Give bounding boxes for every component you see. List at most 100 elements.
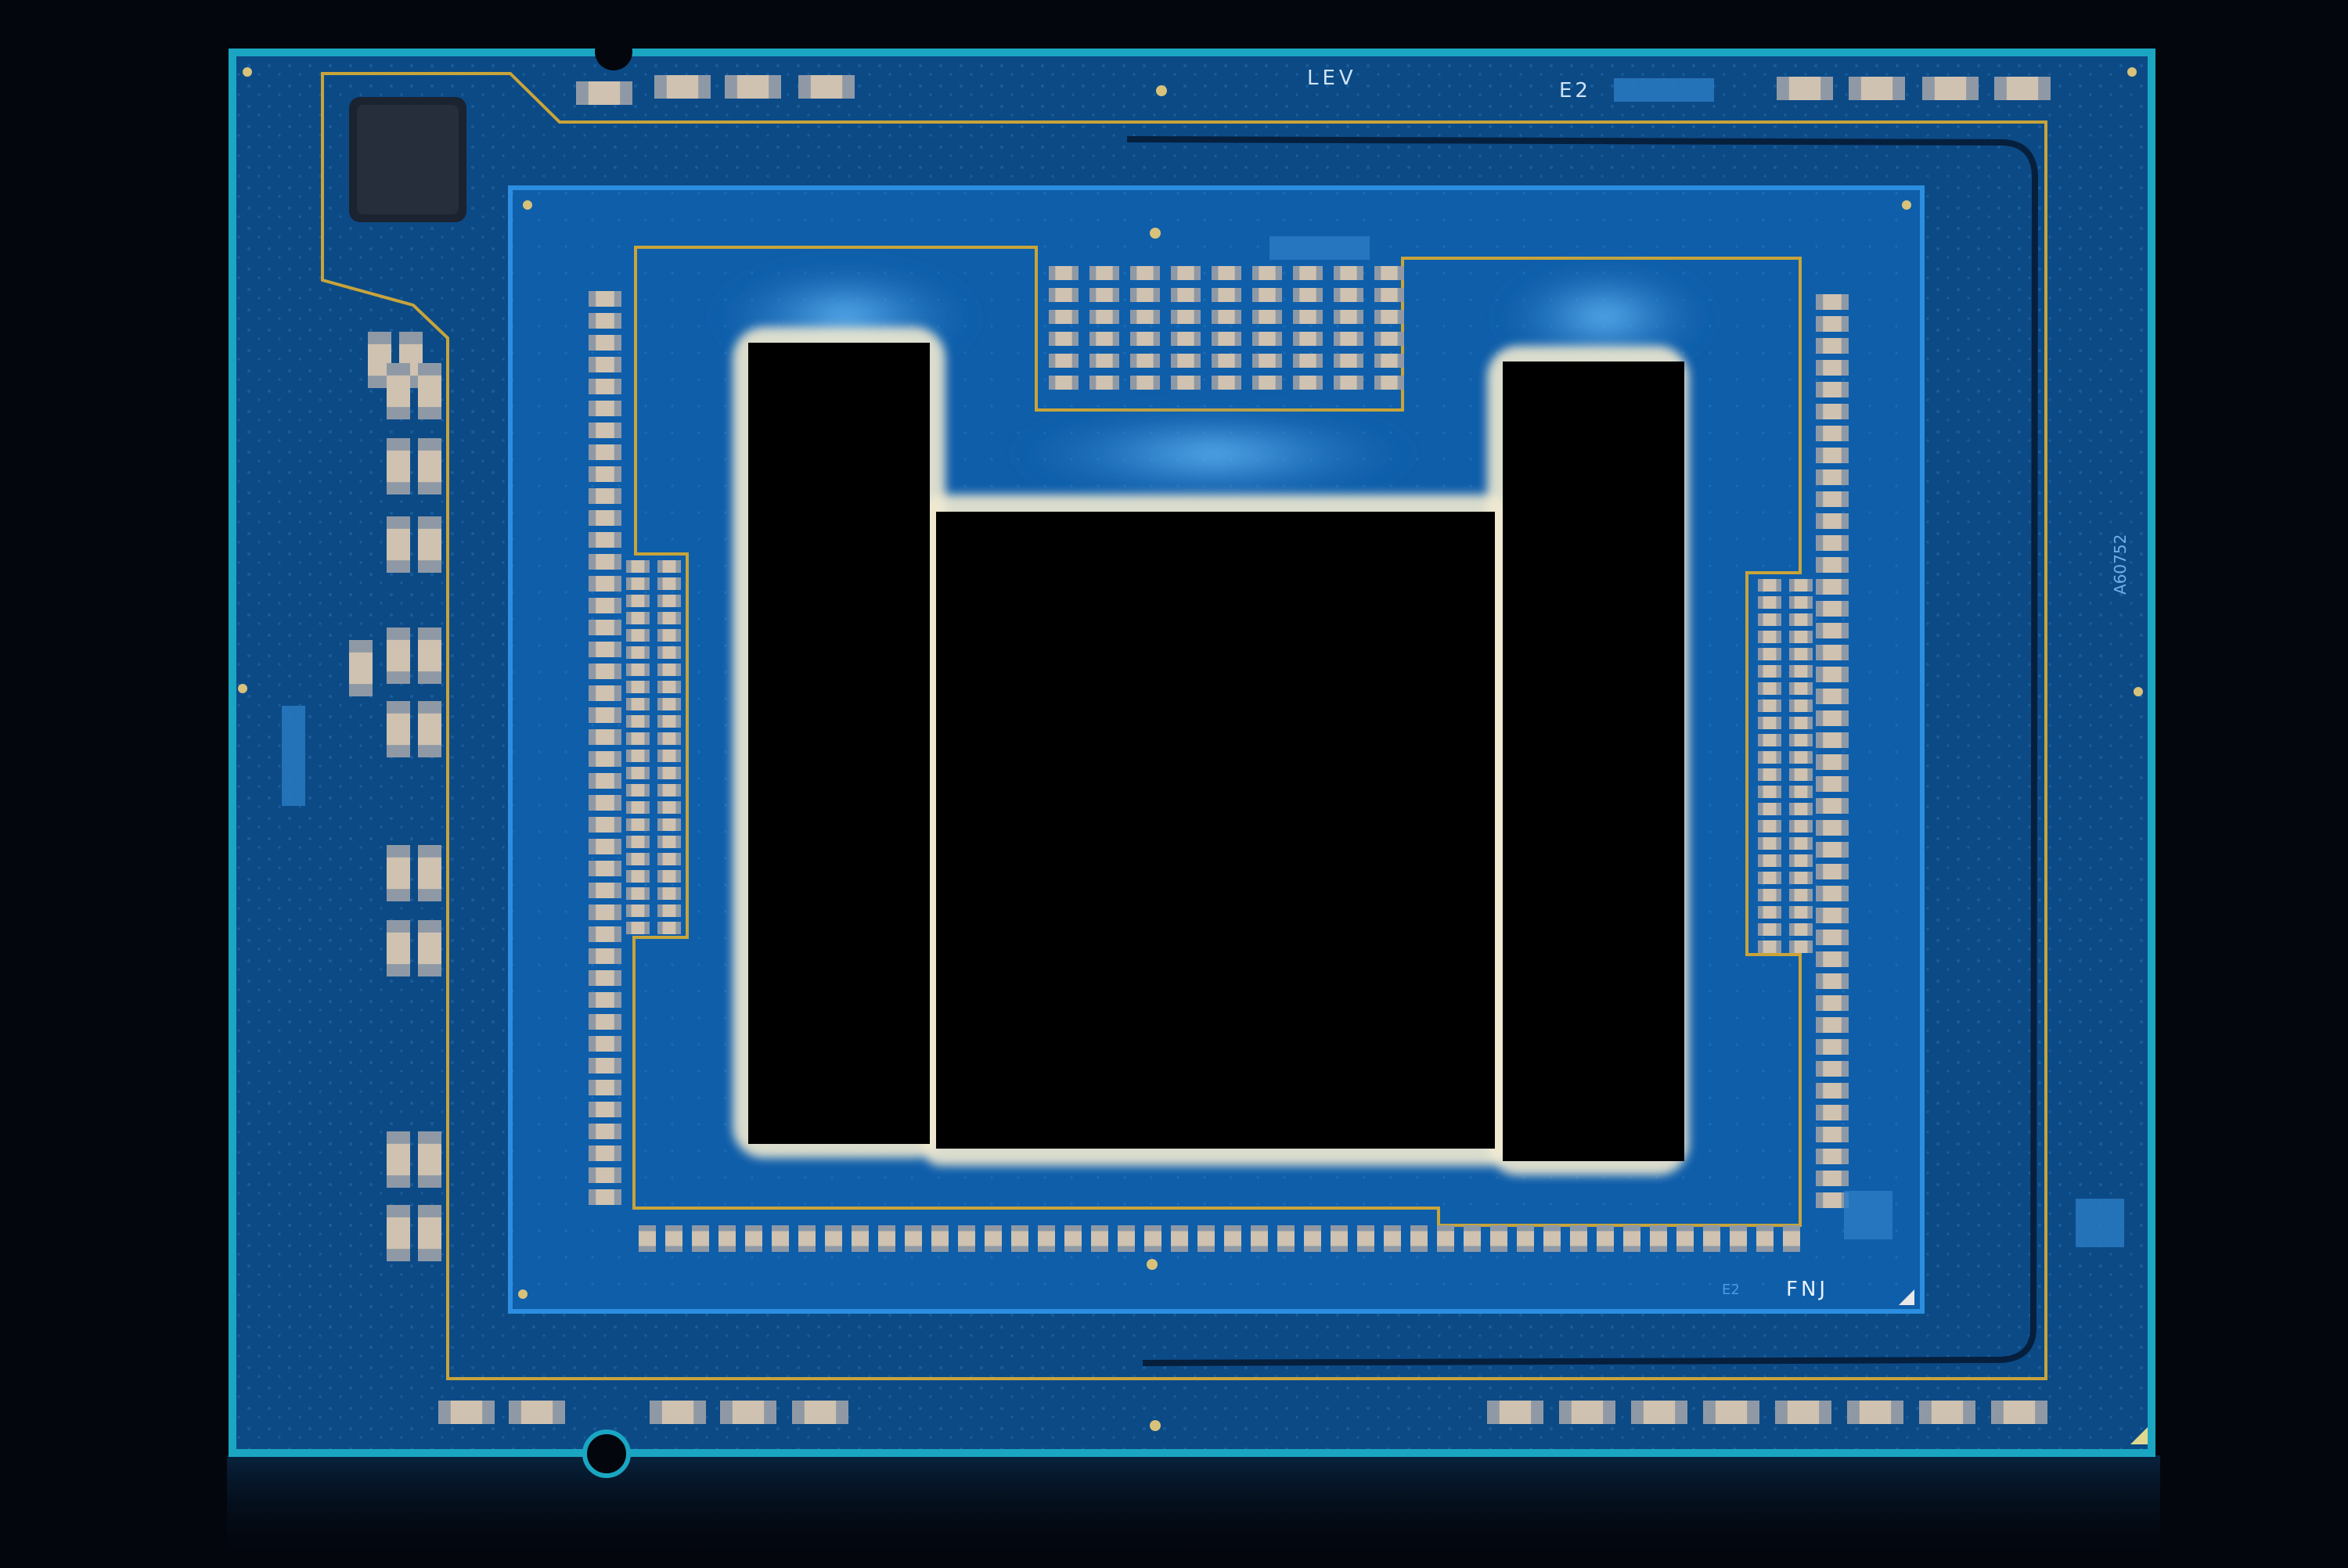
capacitor [589,664,621,679]
capacitor [1816,689,1849,704]
capacitor [1816,754,1849,770]
capacitor-terminal [798,1246,816,1252]
capacitor-terminal [878,1246,895,1252]
capacitor-terminal [1816,316,1824,332]
capacitor [1118,1225,1135,1252]
capacitor-terminal [1816,995,1824,1011]
capacitor-terminal [1130,354,1137,368]
capacitor-terminal [644,560,650,573]
capacitor [589,444,621,460]
capacitor-terminal [589,598,596,613]
capacitor-terminal [1816,491,1824,507]
capacitor-terminal [1841,1105,1849,1120]
capacitor-terminal [657,836,663,848]
capacitor-terminal [1758,906,1763,919]
capacitor-terminal [644,818,650,831]
capacitor-terminal [589,532,596,548]
capacitor [589,1058,621,1074]
capacitor-terminal [1197,1225,1215,1232]
capacitor [1756,1225,1774,1252]
capacitor-terminal [1816,820,1824,836]
capacitor-terminal [589,444,596,460]
capacitor-terminal [1275,376,1282,390]
capacitor-terminal [1816,513,1824,529]
capacitor-terminal [626,767,632,779]
capacitor-terminal [1171,1225,1188,1232]
capacitor [1293,288,1323,302]
capacitor-terminal [675,715,681,728]
capacitor-terminal [718,1225,736,1232]
capacitor [626,681,650,693]
capacitor-terminal [1776,803,1781,815]
capacitor-terminal [1841,360,1849,376]
capacitor-terminal [482,1401,495,1424]
capacitor-terminal [1234,288,1241,302]
capacitor-terminal [657,577,663,590]
capacitor-terminal [657,698,663,710]
capacitor [1730,1225,1747,1252]
eeprom-chip-top [357,105,459,214]
capacitor-terminal [1847,1401,1860,1424]
capacitor [1758,734,1781,746]
capacitor-terminal [387,363,410,376]
capacitor [589,488,621,504]
capacitor-terminal [1807,768,1813,781]
capacitor-terminal [1807,631,1813,643]
capacitor-terminal [1194,288,1201,302]
capacitor [589,1167,621,1183]
capacitor-terminal [1891,1401,1903,1424]
capacitor-terminal [614,423,621,438]
capacitor-terminal [657,853,663,865]
capacitor-terminal [614,532,621,548]
capacitor-terminal [1776,613,1781,626]
capacitor [387,516,410,573]
capacitor-terminal [1234,266,1241,280]
capacitor-terminal [1293,288,1300,302]
capacitor [1758,768,1781,781]
capacitor-terminal [1197,1246,1215,1252]
capacitor [1758,923,1781,936]
capacitor [792,1401,848,1424]
capacitor-terminal [1049,332,1056,346]
capacitor [1293,354,1323,368]
capacitor [1816,426,1849,441]
capacitor [589,1124,621,1139]
capacitor-terminal [1089,266,1097,280]
capacitor-terminal [1293,332,1300,346]
capacitor-terminal [1807,837,1813,850]
capacitor [1293,310,1323,324]
capacitor-terminal [1464,1246,1481,1252]
capacitor [1171,266,1201,280]
capacitor-terminal [614,642,621,657]
capacitor-terminal [1816,842,1824,858]
capacitor-terminal [1384,1225,1401,1232]
capacitor-terminal [1816,557,1824,573]
capacitor-terminal [1841,776,1849,792]
capacitor [657,612,681,624]
capacitor-terminal [1356,354,1363,368]
capacitor [589,554,621,570]
capacitor-terminal [1277,1225,1295,1232]
capacitor [589,883,621,898]
capacitor [418,1131,441,1188]
capacitor [589,926,621,942]
capacitor-terminal [1776,751,1781,764]
capacitor [1487,1401,1543,1424]
capacitor-terminal [1316,266,1323,280]
capacitor-terminal [725,75,737,99]
capacitor [589,1145,621,1161]
capacitor-terminal [1816,973,1824,989]
capacitor-terminal [1275,288,1282,302]
capacitor [1357,1225,1374,1252]
capacitor-terminal [1776,906,1781,919]
compute-die-center [936,512,1495,1149]
capacitor [1089,332,1119,346]
capacitor-terminal [614,926,621,942]
capacitor [1304,1225,1321,1252]
capacitor [1224,1225,1241,1252]
interposer-capacitors [589,266,1849,1252]
capacitor [589,839,621,854]
capacitor [1212,332,1241,346]
capacitor-terminal [1816,360,1824,376]
